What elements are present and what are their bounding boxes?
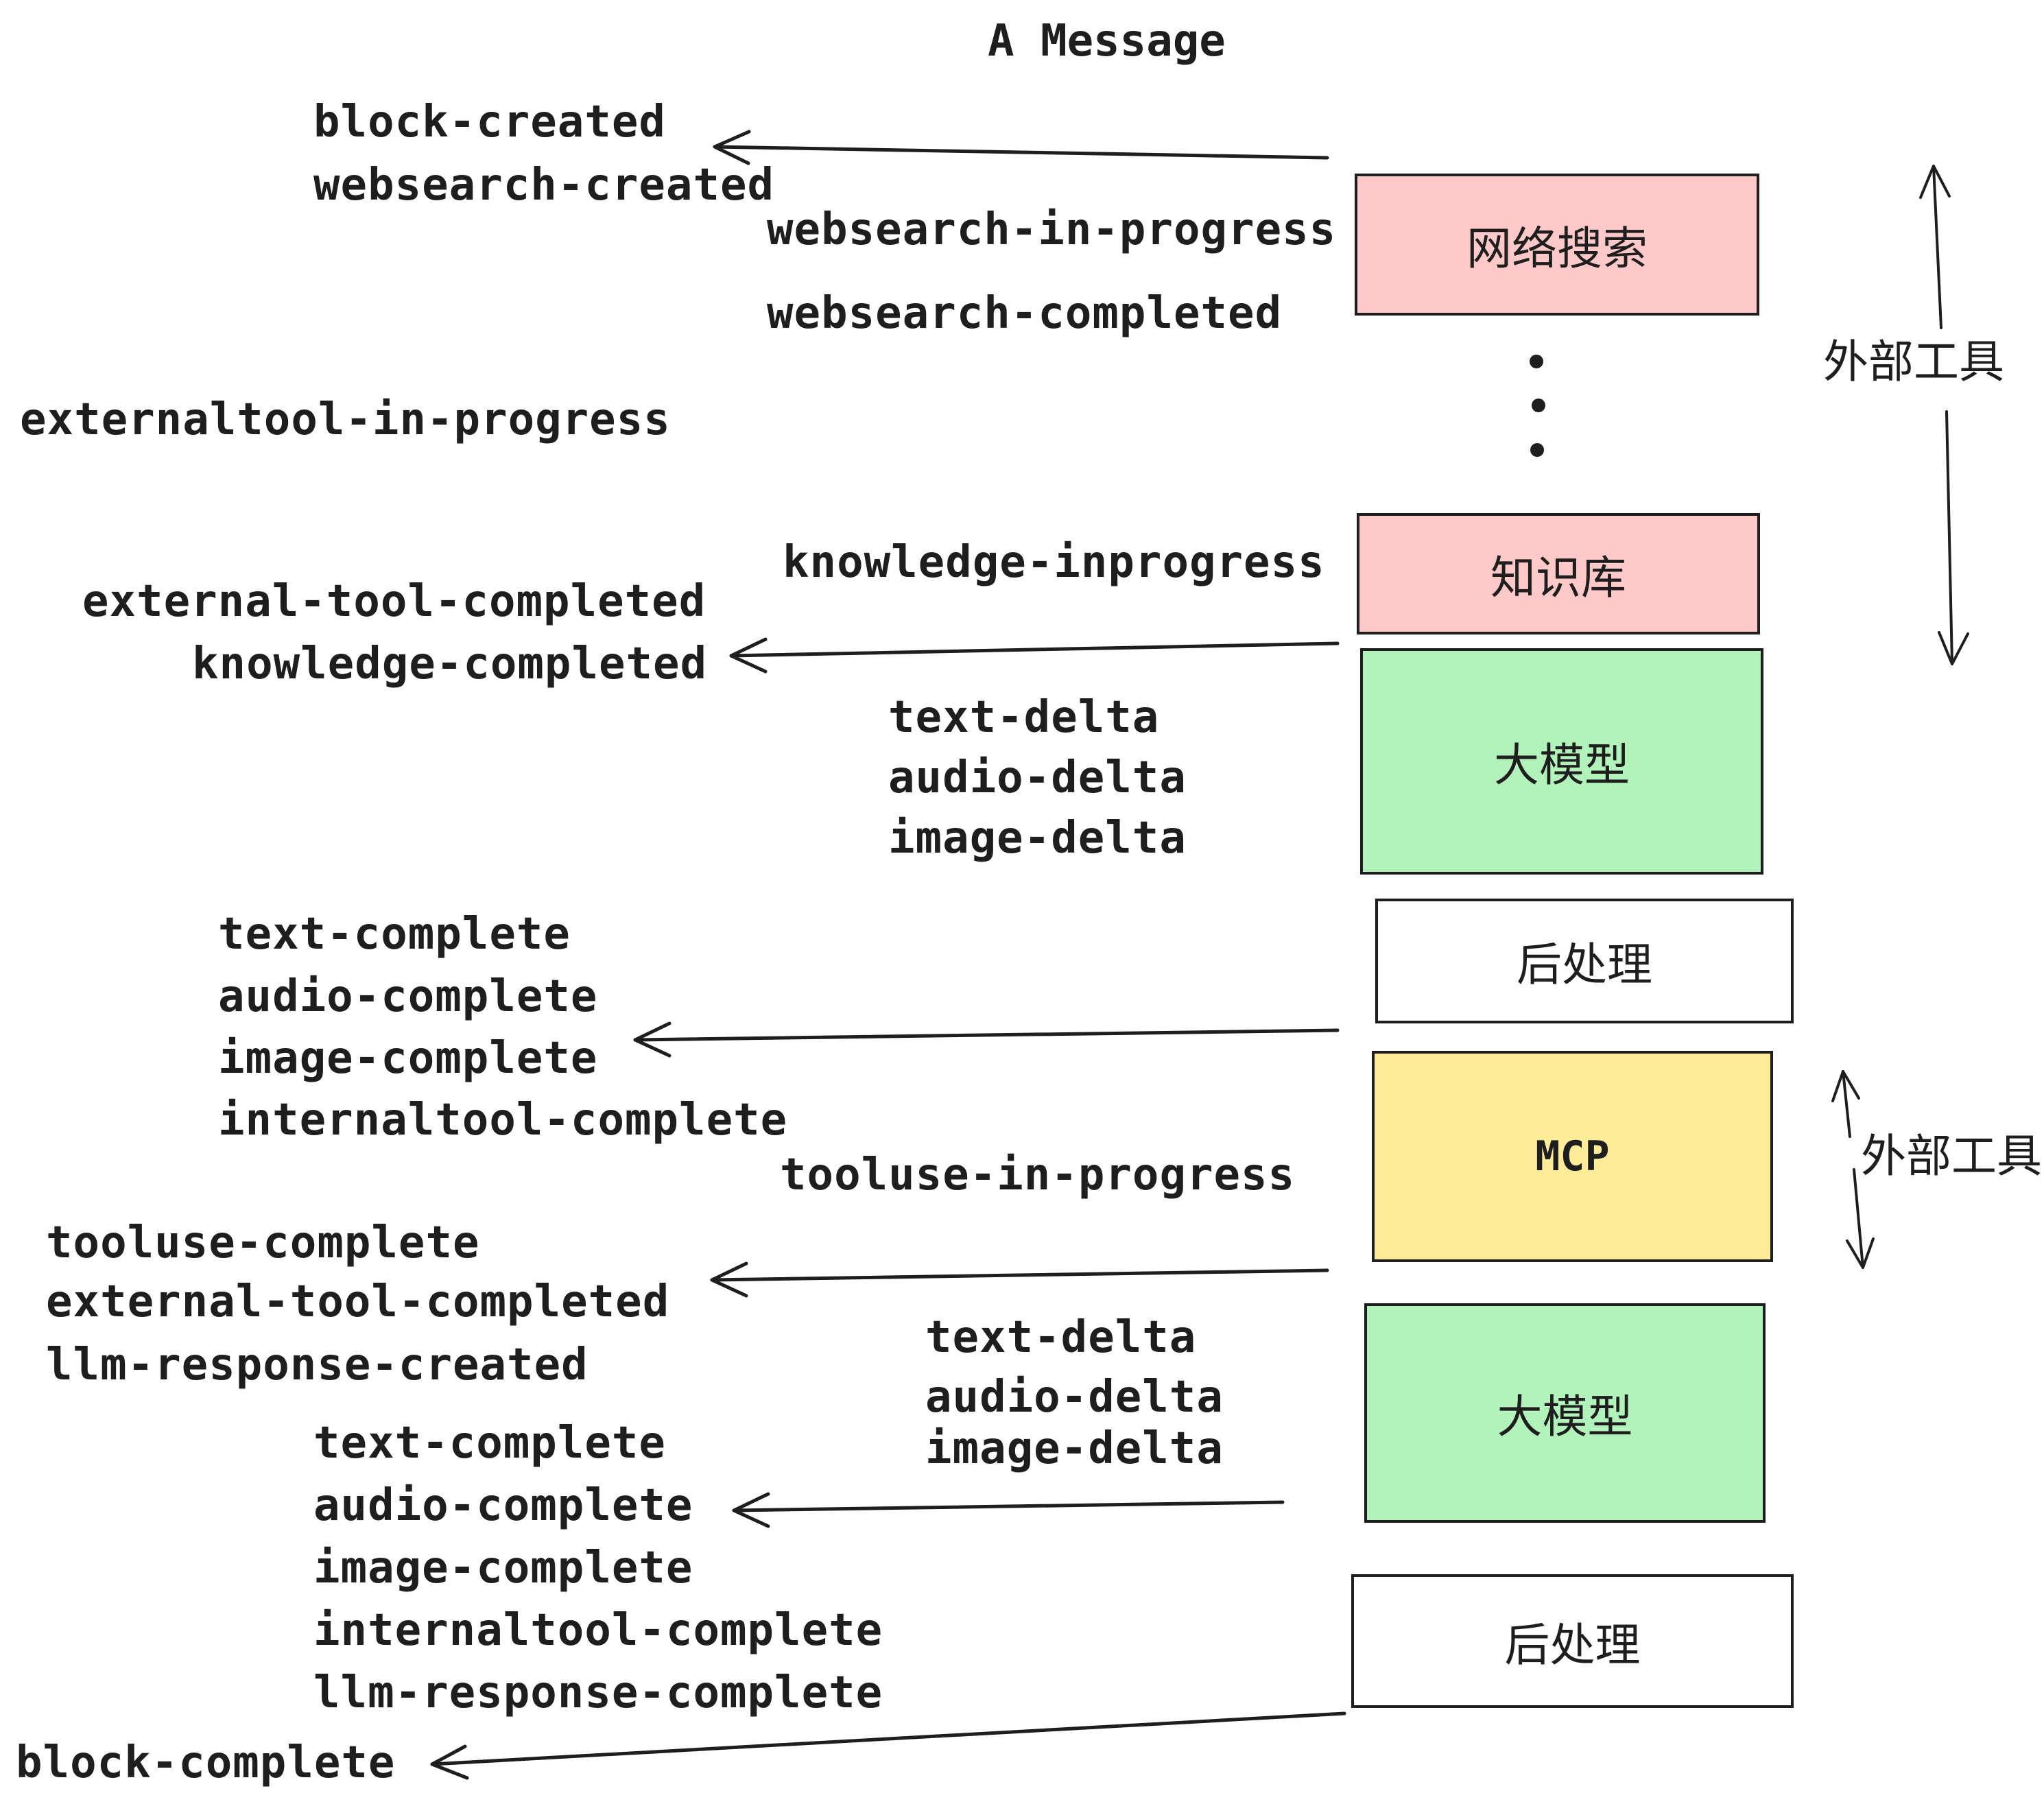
event-label-image-delta-1: image-delta	[888, 813, 1187, 864]
event-label-knowledge-completed: knowledge-completed	[192, 639, 708, 689]
event-label-knowledge-inprogress: knowledge-inprogress	[783, 537, 1325, 588]
box-websearch-label: 网络搜索	[1466, 222, 1648, 274]
event-label-text-delta-2: text-delta	[925, 1312, 1197, 1363]
box-postprocess-2-label: 后处理	[1504, 1619, 1641, 1670]
event-label-audio-complete-2: audio-complete	[313, 1480, 693, 1531]
external-tools-down-arrow-2-icon	[1846, 1168, 1875, 1269]
event-label-audio-delta-1: audio-delta	[888, 752, 1187, 803]
event-label-text-complete-1: text-complete	[218, 909, 571, 960]
arrow-to-block-complete-icon	[430, 1711, 1346, 1780]
event-label-websearch-completed: websearch-completed	[767, 288, 1283, 339]
box-llm-1-label: 大模型	[1494, 739, 1630, 790]
event-label-externaltool-in-progress: externaltool-in-progress	[20, 394, 671, 445]
arrow-to-knowledge-completed-icon	[729, 637, 1340, 674]
event-label-image-delta-2: image-delta	[925, 1423, 1224, 1474]
event-label-image-complete-1: image-complete	[218, 1033, 598, 1084]
event-label-external-tool-completed-1: external-tool-completed	[82, 576, 706, 627]
box-knowledge: 知识库	[1357, 513, 1760, 634]
box-postprocess-1: 后处理	[1375, 899, 1794, 1023]
event-label-tooluse-complete: tooluse-complete	[46, 1218, 480, 1268]
event-label-internaltool-complete-2: internaltool-complete	[313, 1605, 883, 1656]
event-label-text-delta-1: text-delta	[888, 692, 1160, 743]
side-label-external-tools-1: 外部工具	[1823, 336, 2004, 387]
event-label-block-created: block-created	[313, 97, 666, 147]
external-tools-up-arrow-2-icon	[1831, 1070, 1860, 1138]
box-mcp: MCP	[1372, 1051, 1773, 1262]
event-label-websearch-in-progress: websearch-in-progress	[767, 204, 1337, 255]
page-title: A Message	[988, 16, 1226, 67]
event-label-audio-complete-1: audio-complete	[218, 971, 598, 1022]
event-label-internaltool-complete-1: internaltool-complete	[218, 1095, 788, 1146]
arrow-to-audio-complete-icon	[732, 1492, 1285, 1528]
box-postprocess-2: 后处理	[1351, 1574, 1794, 1708]
event-label-external-tool-completed-2: external-tool-completed	[46, 1277, 670, 1327]
event-label-text-complete-2: text-complete	[313, 1418, 666, 1469]
event-label-tooluse-in-progress: tooluse-in-progress	[780, 1150, 1296, 1200]
side-label-external-tools-2: 外部工具	[1861, 1130, 2042, 1181]
external-tools-down-arrow-1-icon	[1938, 410, 1969, 665]
event-label-llm-response-complete: llm-response-complete	[313, 1667, 883, 1718]
ellipsis-dots-icon	[1530, 355, 1545, 457]
box-postprocess-1-label: 后处理	[1517, 939, 1652, 990]
event-label-websearch-created: websearch-created	[313, 160, 775, 211]
event-label-block-complete: block-complete	[16, 1737, 396, 1788]
event-label-audio-delta-2: audio-delta	[925, 1372, 1224, 1423]
external-tools-up-arrow-1-icon	[1919, 165, 1951, 329]
arrow-to-block-created-icon	[713, 130, 1329, 165]
arrow-to-tooluse-complete-icon	[710, 1261, 1329, 1298]
box-mcp-label: MCP	[1535, 1132, 1610, 1180]
box-websearch: 网络搜索	[1355, 174, 1759, 316]
box-llm-1: 大模型	[1360, 648, 1763, 875]
event-label-image-complete-2: image-complete	[313, 1543, 693, 1593]
event-label-llm-response-created: llm-response-created	[46, 1340, 589, 1390]
box-llm-2-label: 大模型	[1497, 1391, 1633, 1442]
arrow-to-image-complete-icon	[633, 1021, 1340, 1058]
box-knowledge-label: 知识库	[1490, 551, 1626, 603]
box-llm-2: 大模型	[1364, 1303, 1766, 1523]
